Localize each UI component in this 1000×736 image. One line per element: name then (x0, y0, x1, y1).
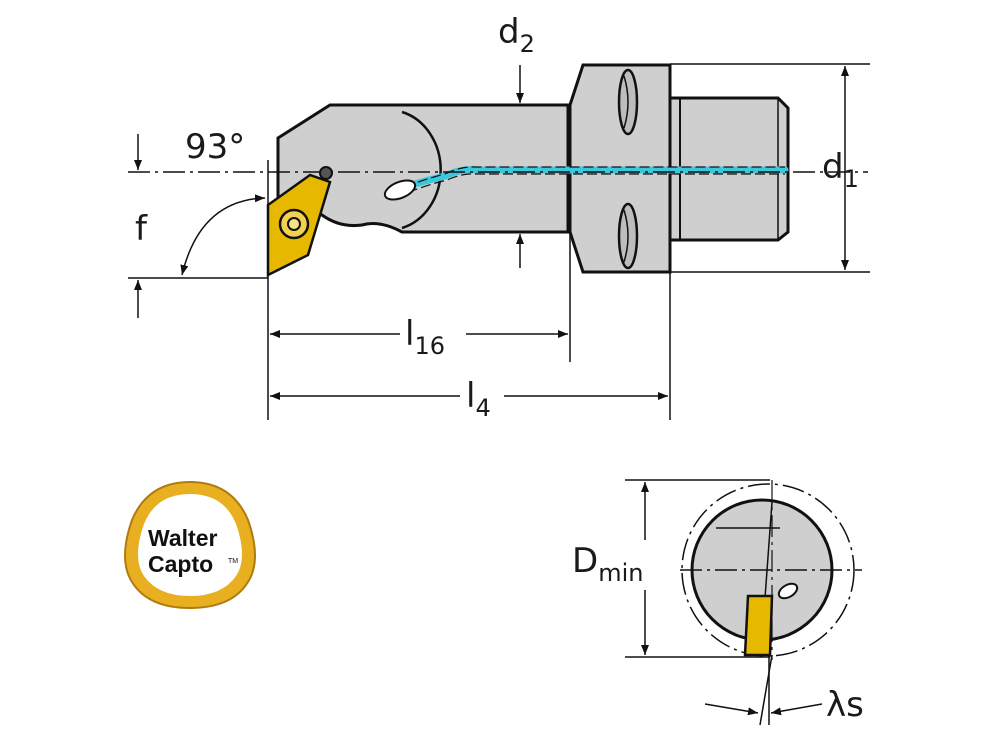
tool-side-view (128, 63, 868, 278)
svg-text:Capto: Capto (148, 551, 213, 577)
svg-text:TM: TM (228, 558, 238, 565)
tool-shank (276, 103, 570, 234)
shank-relief-arc (401, 110, 442, 230)
angle-93-arc (180, 194, 266, 276)
walter-capto-logo: Walter Capto TM (124, 480, 256, 610)
l4-label: l4 (466, 376, 491, 422)
tool-end-view (625, 479, 862, 726)
insert-pin (319, 166, 333, 180)
svg-text:Walter: Walter (148, 525, 217, 551)
lambda-s-label: λs (826, 685, 864, 725)
d1-label: d1 (822, 147, 859, 193)
d2-label: d2 (498, 12, 535, 58)
end-view-insert (743, 594, 774, 657)
l16-label: l16 (405, 314, 445, 360)
dmin-label: Dmin (572, 541, 643, 587)
angle-label: 93° (185, 127, 245, 167)
f-label: f (135, 209, 148, 249)
